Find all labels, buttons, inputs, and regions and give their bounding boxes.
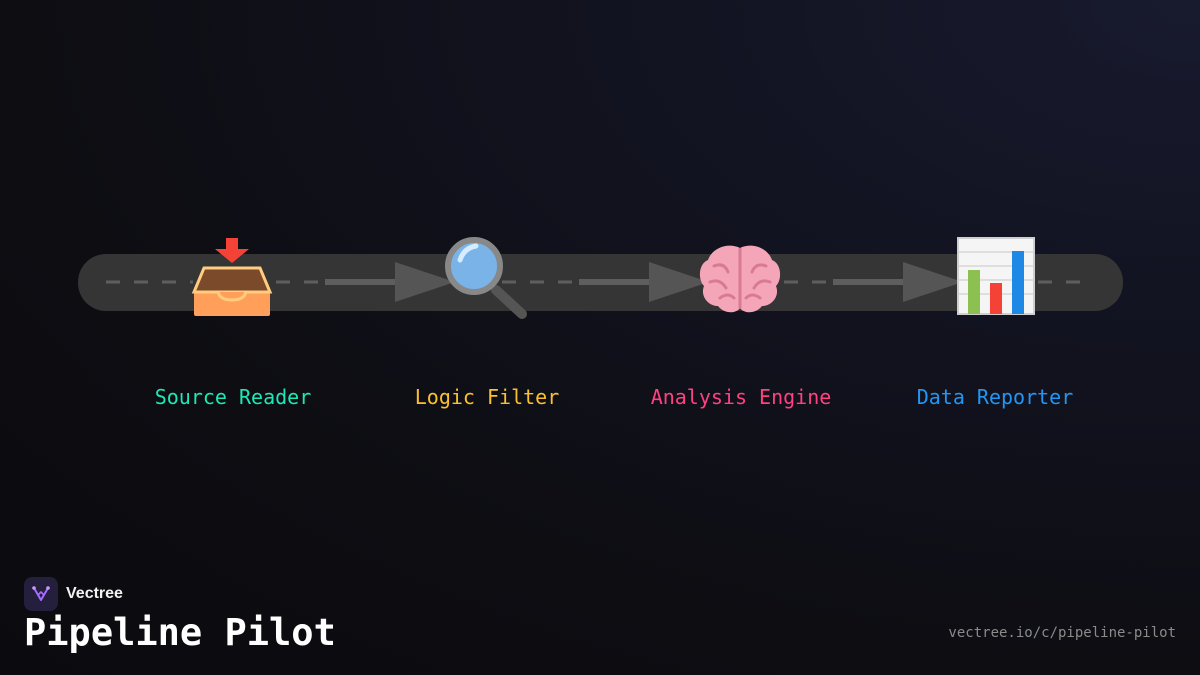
stage-label-analysis-engine: Analysis Engine: [650, 385, 832, 409]
brain-icon: [690, 230, 790, 330]
arrow-3: [833, 262, 963, 302]
bar-chart-icon: [946, 230, 1046, 330]
page-title: Pipeline Pilot: [24, 611, 336, 654]
source-url: vectree.io/c/pipeline-pilot: [948, 625, 1176, 641]
brand-name: Vectree: [66, 585, 123, 602]
magnifying-glass-icon: [436, 230, 536, 330]
stage-label-data-reporter: Data Reporter: [916, 385, 1074, 409]
brand: Vectree: [24, 577, 123, 611]
inbox-tray-icon: [182, 230, 282, 330]
stage-label-source-reader: Source Reader: [154, 385, 312, 409]
stage-label-logic-filter: Logic Filter: [414, 385, 560, 409]
arrow-1: [325, 262, 455, 302]
pipeline-connectors: [106, 262, 1083, 302]
vectree-logo-icon: [24, 577, 58, 611]
arrow-2: [579, 262, 709, 302]
